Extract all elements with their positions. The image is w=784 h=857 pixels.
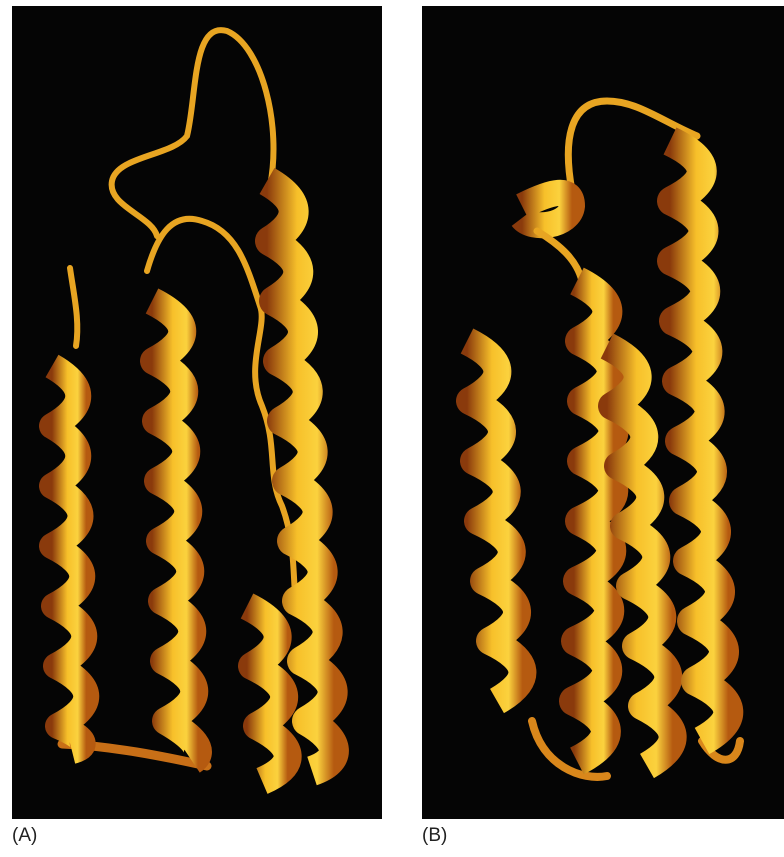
protein-image-panel-b — [422, 6, 784, 819]
helix-b4 — [670, 141, 728, 741]
helix-a2 — [152, 301, 198, 761]
loop-a-top — [112, 30, 274, 236]
loop-a-n-term — [70, 268, 77, 346]
helix-b1 — [467, 341, 522, 701]
loop-b-connector — [537, 231, 582, 281]
helix-a4 — [247, 606, 288, 781]
loop-b-upper-helix — [522, 193, 572, 225]
panel-label-a: (A) — [12, 825, 37, 847]
ribbon-structure-b — [422, 6, 784, 819]
ribbon-structure-a — [12, 6, 382, 819]
helix-a1 — [52, 366, 86, 751]
protein-image-panel-a — [12, 6, 382, 819]
panel-label-b: (B) — [422, 825, 447, 847]
